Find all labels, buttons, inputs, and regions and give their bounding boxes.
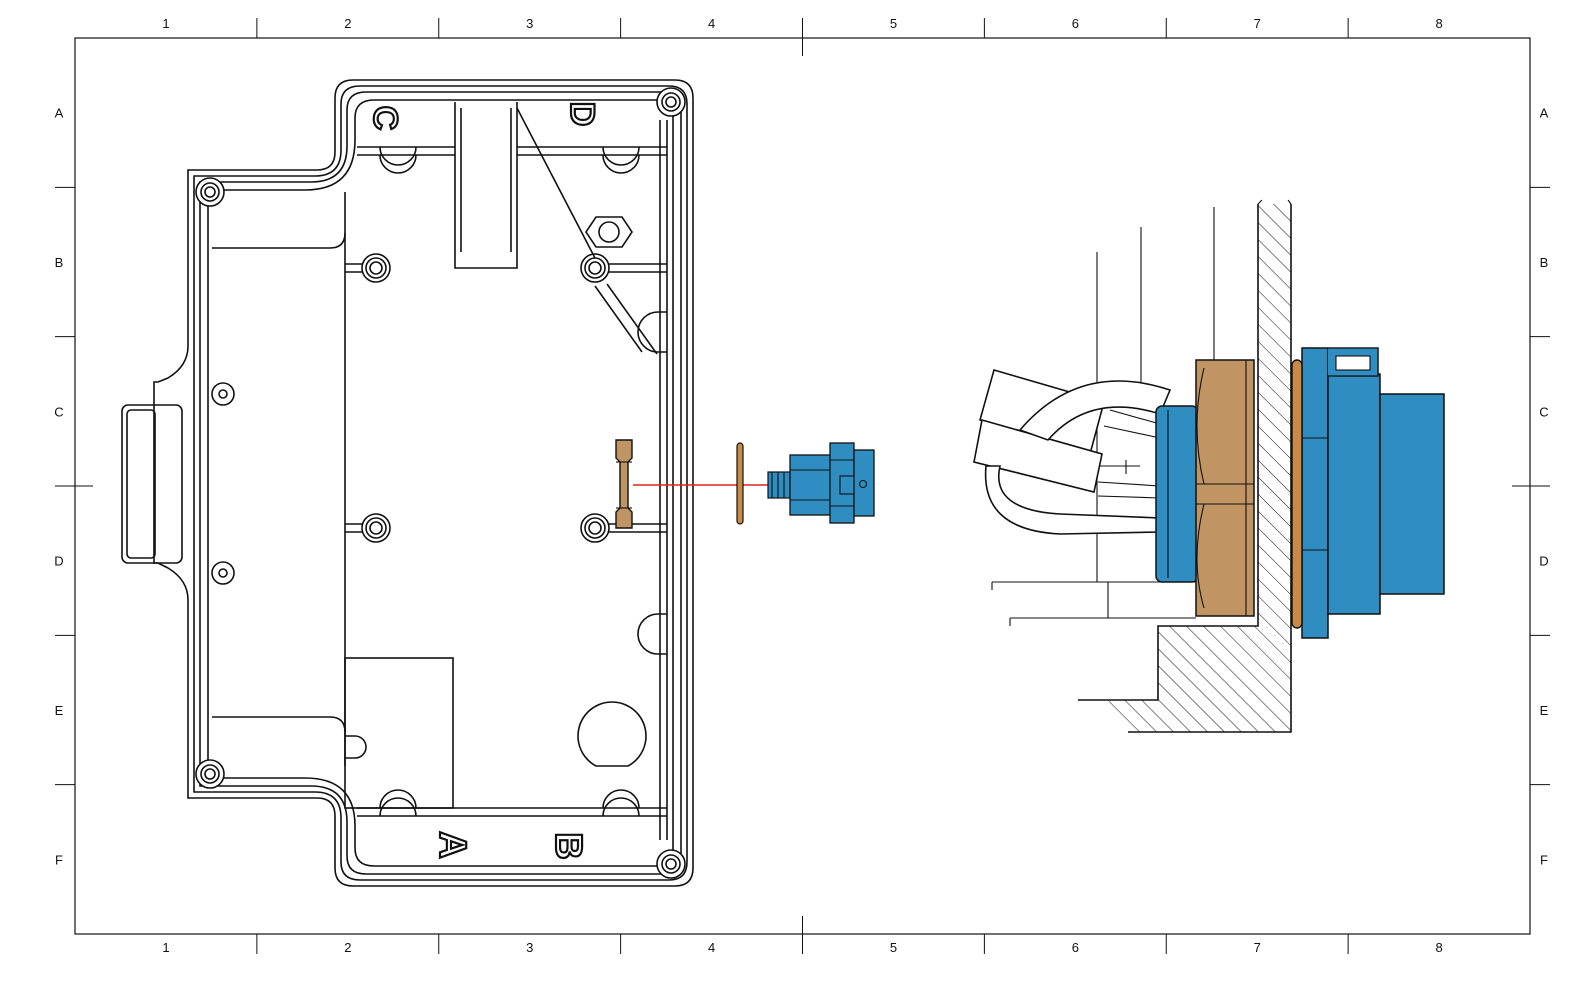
washer-section bbox=[1291, 359, 1303, 629]
corner-screw-bottom-right bbox=[656, 849, 686, 879]
corner-screw-top-right bbox=[656, 87, 686, 117]
connector-section bbox=[1155, 347, 1445, 639]
corner-letter-d: D bbox=[563, 102, 601, 127]
enclosure-outer-outline bbox=[153, 79, 694, 887]
recess-left-bottom bbox=[345, 735, 367, 759]
column-label-bottom: 2 bbox=[344, 940, 351, 955]
column-label-top: 6 bbox=[1072, 16, 1079, 31]
center-channel bbox=[454, 102, 518, 269]
cable-bundle bbox=[973, 369, 1172, 535]
drawing-frame: 1 2 3 4 5 6 7 8 1 2 3 4 5 6 7 8 A B C D E F A B C D E F bbox=[54, 16, 1550, 955]
base-plate bbox=[991, 581, 1196, 626]
diagonal-rib bbox=[516, 107, 658, 355]
row-label-left: B bbox=[55, 255, 64, 270]
inner-cavity-wall bbox=[207, 99, 674, 867]
section-view bbox=[973, 199, 1445, 733]
interior-wall-left-bottom bbox=[212, 716, 346, 733]
column-label-bottom: 6 bbox=[1072, 940, 1079, 955]
row-label-right: E bbox=[1540, 703, 1549, 718]
row-label-right: D bbox=[1539, 554, 1548, 569]
row-labels-left: A B C D E F bbox=[54, 106, 63, 868]
row-label-left: D bbox=[54, 554, 63, 569]
internal-boss-3 bbox=[361, 513, 391, 543]
connector-exploded bbox=[767, 442, 875, 524]
corner-screw-top-left bbox=[195, 177, 225, 207]
lid-groove-outer bbox=[193, 85, 688, 881]
recess-top-2 bbox=[602, 146, 640, 174]
row-label-left: A bbox=[55, 106, 64, 121]
panel-nut-section bbox=[1195, 359, 1255, 617]
recess-right-1 bbox=[637, 311, 667, 353]
column-label-bottom: 5 bbox=[890, 940, 897, 955]
row-label-right: B bbox=[1540, 255, 1549, 270]
round-cutout bbox=[577, 701, 647, 767]
column-labels-bottom: 1 2 3 4 5 6 7 8 bbox=[162, 940, 1442, 955]
top-rib bbox=[357, 146, 667, 156]
column-label-bottom: 8 bbox=[1435, 940, 1442, 955]
frame-dividers bbox=[55, 18, 1550, 954]
corner-letter-a: A bbox=[431, 831, 473, 858]
column-label-top: 8 bbox=[1435, 16, 1442, 31]
recess-top-1 bbox=[379, 146, 417, 174]
exploded-connector-assembly bbox=[615, 439, 875, 529]
column-label-top: 4 bbox=[708, 16, 715, 31]
row-label-left: C bbox=[54, 404, 63, 419]
corner-screw-bottom-left bbox=[195, 759, 225, 789]
side-handle-inner bbox=[126, 409, 156, 559]
row-labels-right: A B C D E F bbox=[1539, 106, 1548, 868]
row-label-right: F bbox=[1540, 852, 1548, 867]
lid-groove-inner bbox=[199, 91, 682, 875]
row-label-right: C bbox=[1539, 404, 1548, 419]
recess-right-2 bbox=[637, 613, 667, 655]
inner-cavity-wall-2 bbox=[659, 120, 668, 840]
column-label-top: 1 bbox=[162, 16, 169, 31]
internal-boss-1 bbox=[361, 253, 391, 283]
column-label-top: 2 bbox=[344, 16, 351, 31]
column-label-top: 5 bbox=[890, 16, 897, 31]
column-label-bottom: 4 bbox=[708, 940, 715, 955]
row-label-left: F bbox=[55, 852, 63, 867]
row-label-left: E bbox=[55, 703, 64, 718]
interior-wall-left-top bbox=[212, 232, 346, 249]
recess-bottom-2 bbox=[602, 789, 640, 817]
panel-nut-exploded bbox=[615, 439, 633, 529]
column-label-bottom: 7 bbox=[1254, 940, 1261, 955]
column-label-top: 7 bbox=[1254, 16, 1261, 31]
column-label-bottom: 1 bbox=[162, 940, 169, 955]
wall-hole-lower bbox=[211, 561, 235, 585]
corner-letter-b: B bbox=[547, 832, 589, 859]
enclosure-top-view: C D A B bbox=[121, 79, 694, 887]
column-label-top: 3 bbox=[526, 16, 533, 31]
corner-letter-c: C bbox=[366, 106, 404, 131]
hex-nut bbox=[585, 216, 633, 248]
wall-section-outline bbox=[1078, 204, 1292, 733]
wall-hole-upper bbox=[211, 382, 235, 406]
internal-boss-2 bbox=[580, 253, 610, 283]
washer-exploded bbox=[736, 442, 744, 525]
inner-pad bbox=[344, 657, 454, 809]
bottom-rib bbox=[357, 807, 667, 817]
column-labels-top: 1 2 3 4 5 6 7 8 bbox=[162, 16, 1442, 31]
internal-boss-4 bbox=[580, 513, 610, 543]
row-label-right: A bbox=[1540, 106, 1549, 121]
recess-bottom-1 bbox=[379, 789, 417, 817]
side-handle bbox=[121, 404, 183, 564]
column-label-bottom: 3 bbox=[526, 940, 533, 955]
